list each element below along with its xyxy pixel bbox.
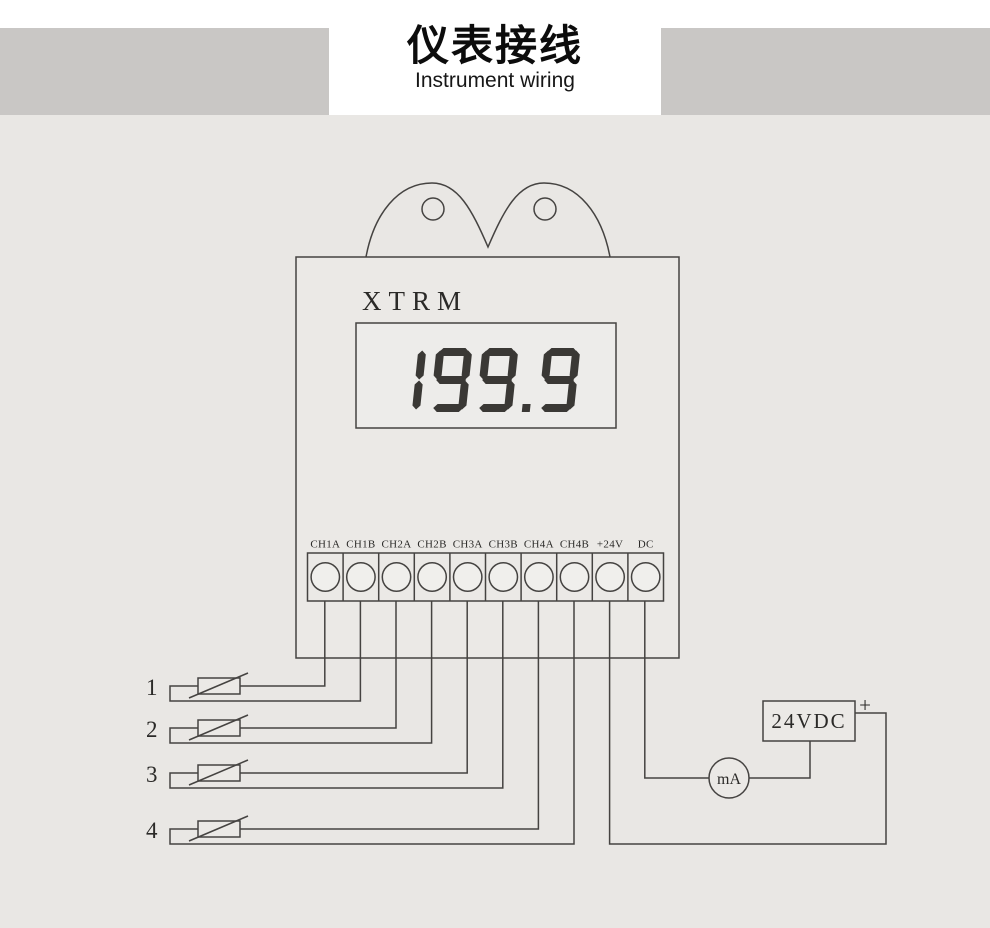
rtd-sensor-diagonal — [188, 714, 249, 741]
terminal-label: CH3B — [489, 539, 518, 551]
ammeter-label: mA — [717, 771, 741, 788]
device-body — [295, 256, 680, 659]
terminal-screw — [310, 562, 341, 592]
terminal-label: CH2A — [382, 539, 412, 551]
instrument-wiring-page: 仪表接线 Instrument wiring XTRM CH1A CH1B CH2A… — [0, 0, 990, 845]
device-model-label: XTRM — [362, 286, 468, 316]
wire-meter-to-supply — [749, 741, 811, 779]
display-readout — [412, 348, 580, 412]
display-digit — [433, 348, 472, 412]
terminal-screw — [630, 562, 661, 592]
terminal-label: CH4B — [560, 539, 589, 551]
display-digit — [479, 348, 518, 412]
terminal-label: CH1A — [310, 539, 340, 551]
terminal-label: CH2B — [417, 539, 446, 551]
terminal-screw — [523, 562, 554, 592]
sensor-number: 1 — [146, 675, 158, 700]
rtd-sensor-diagonal — [188, 759, 249, 786]
terminal-screw — [488, 562, 519, 592]
mounting-hole-left — [421, 197, 445, 221]
power-supply-label: 24VDC — [771, 709, 846, 733]
sensor-number: 4 — [146, 818, 158, 843]
terminal-screw — [595, 562, 626, 592]
wire-24v-supply — [608, 601, 887, 845]
terminal-screw — [417, 562, 448, 592]
rtd-sensor-diagonal — [188, 672, 249, 699]
terminal-label: CH1B — [346, 539, 375, 551]
terminal-label: CH3A — [453, 539, 483, 551]
terminal-screw — [381, 562, 412, 592]
mounting-hole-right — [533, 197, 557, 221]
page-title: 仪表接线 — [406, 21, 583, 70]
terminal-screw — [345, 562, 376, 592]
rtd-sensor-diagonal — [188, 815, 249, 842]
display-digit — [412, 350, 426, 410]
terminal-strip: CH1A CH1B CH2A CH2B CH3A CH3B CH4A CH4B +24V DC — [310, 539, 661, 601]
sensor-wire-loop — [169, 601, 362, 702]
terminal-label: DC — [638, 539, 654, 551]
page-subtitle: Instrument wiring — [415, 69, 575, 93]
sensor-wire-loop — [169, 601, 575, 845]
sensor-connections: 1 2 3 4 — [146, 601, 575, 845]
terminal-screw — [452, 562, 483, 592]
header: 仪表接线 Instrument wiring — [0, 0, 990, 115]
sensor-number: 2 — [146, 717, 158, 742]
terminal-label: CH4A — [524, 539, 554, 551]
display-digit — [541, 348, 580, 412]
power-supply-box — [762, 700, 856, 742]
sensor-number: 3 — [146, 762, 158, 787]
terminal-label: +24V — [597, 539, 623, 551]
sensor-wire-loop — [169, 601, 504, 789]
title-box: 仪表接线 Instrument wiring — [329, 0, 661, 115]
sensor-wire-loop — [169, 601, 433, 744]
power-polarity-plus: + — [859, 693, 871, 717]
mounting-ears — [365, 182, 611, 258]
wire-dc-to-meter — [644, 601, 709, 779]
terminal-screw — [559, 562, 590, 592]
display-decimal-point — [521, 404, 531, 412]
ammeter-symbol — [708, 757, 750, 799]
